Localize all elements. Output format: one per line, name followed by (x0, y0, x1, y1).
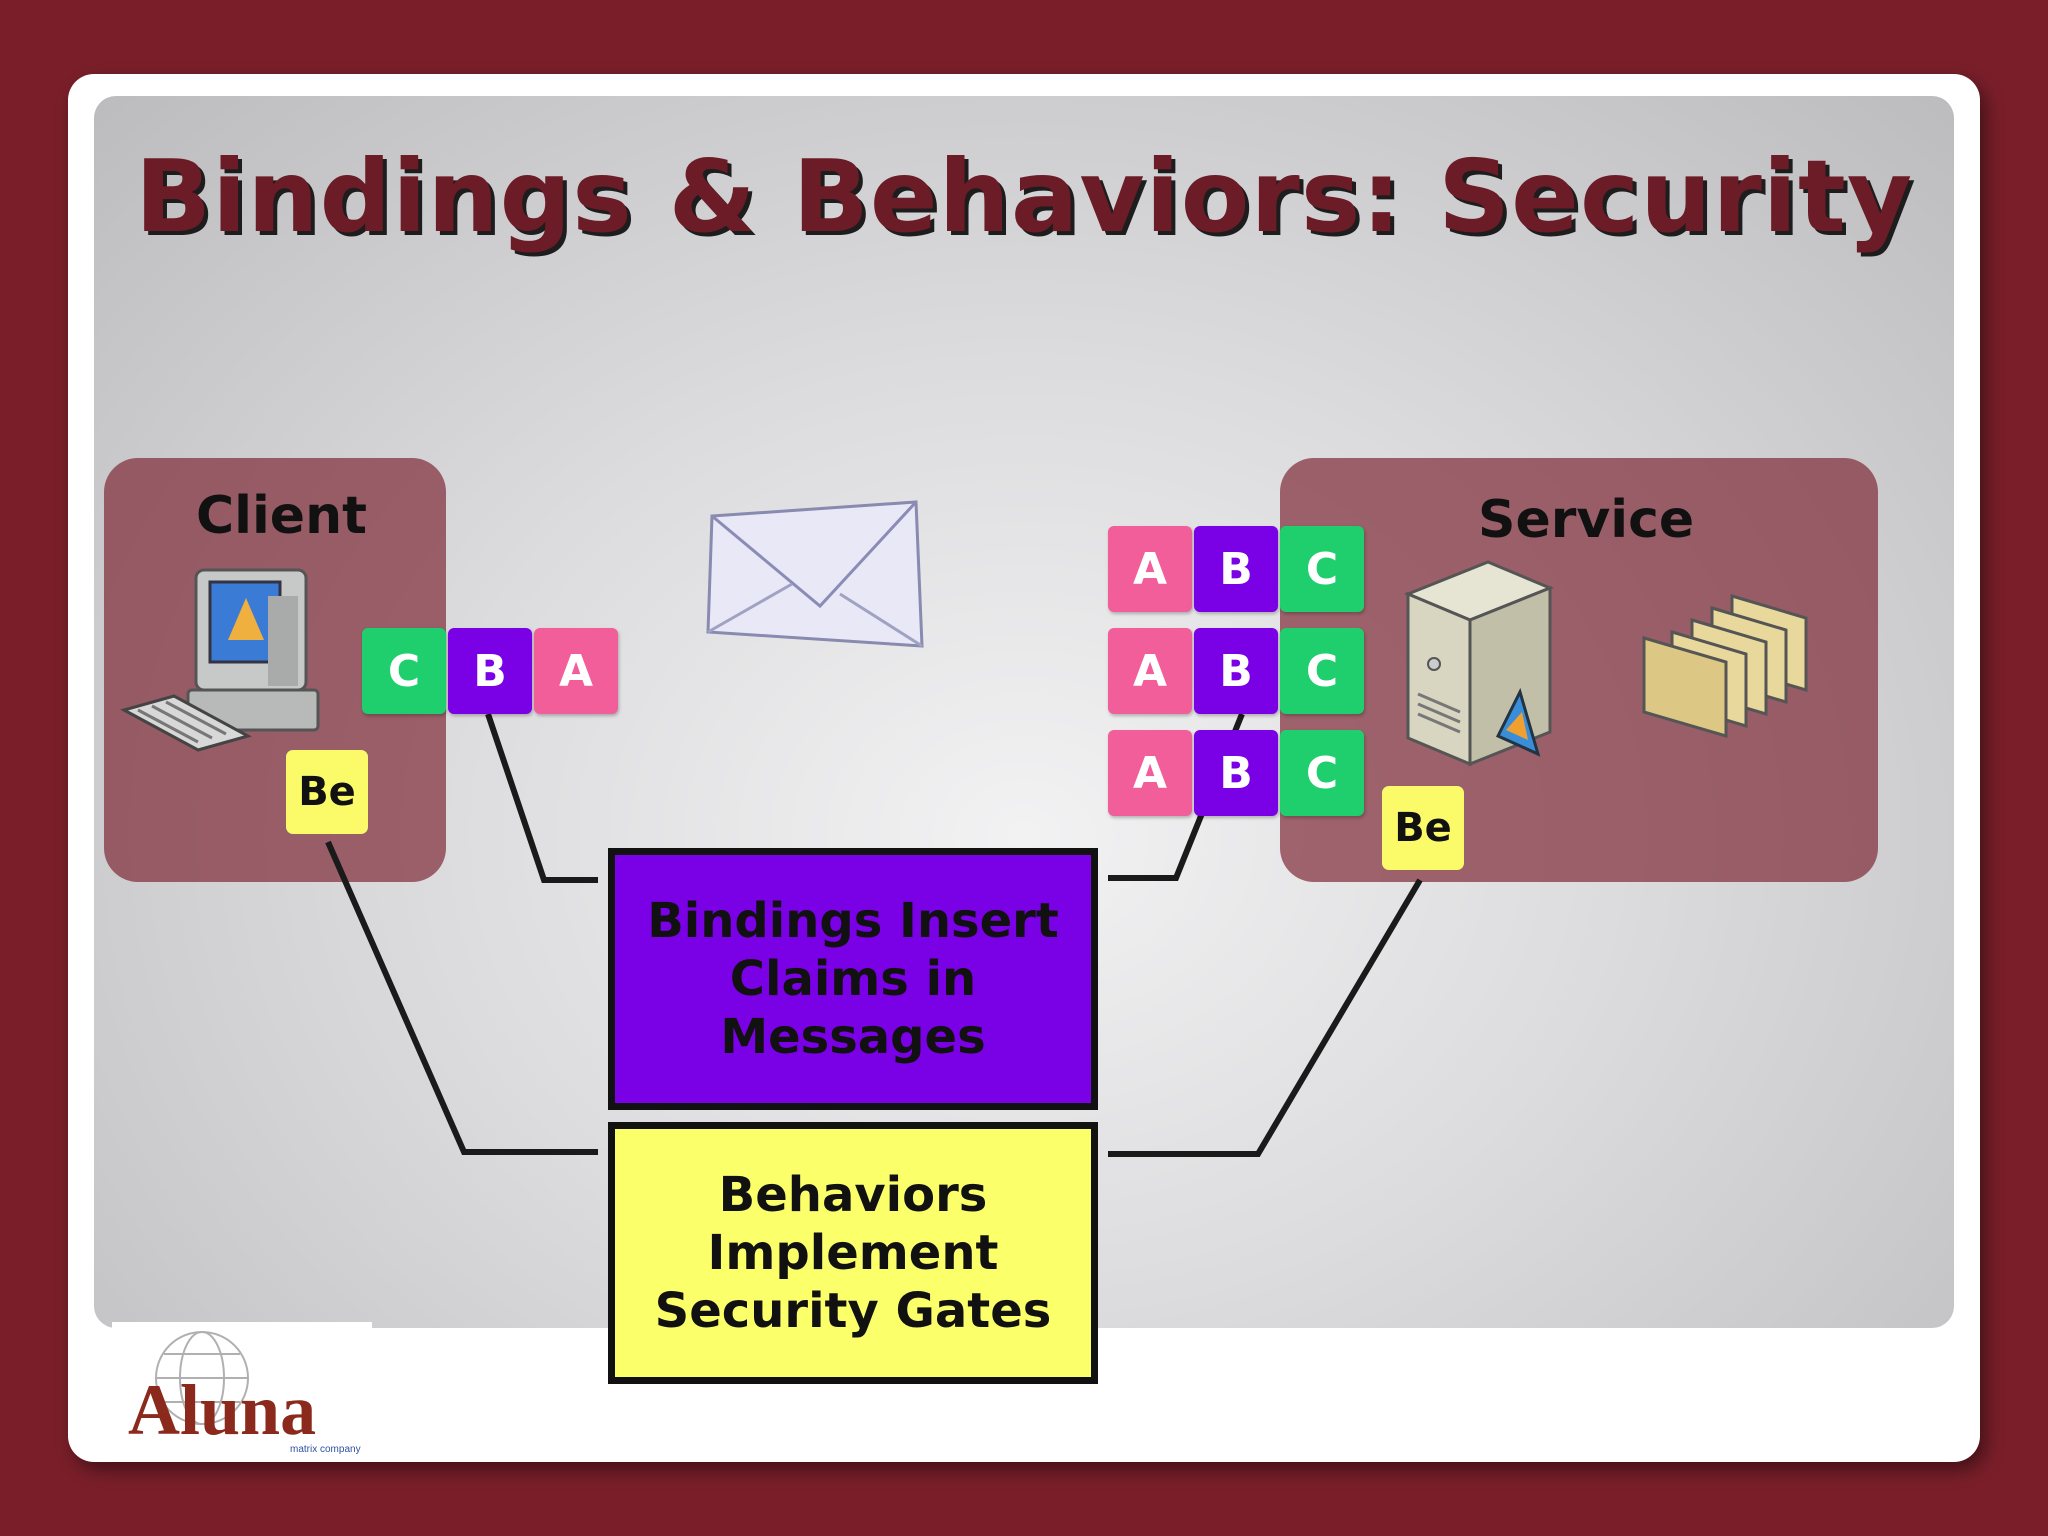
client-tile-c: C (362, 628, 446, 714)
server-icon (1398, 554, 1558, 784)
client-behavior-connector (328, 842, 598, 1152)
service-tile-b-row2: B (1194, 628, 1278, 714)
aluna-logo: Aluna matrix company (112, 1322, 372, 1458)
client-tile-b: B (448, 628, 532, 714)
service-behavior-connector (1108, 880, 1420, 1154)
service-tile-a-row2: A (1108, 628, 1192, 714)
client-tile-a: A (534, 628, 618, 714)
service-tile-c-row1: C (1280, 526, 1364, 612)
service-tile-a-row3: A (1108, 730, 1192, 816)
service-tile-b-row3: B (1194, 730, 1278, 816)
service-tile-c-row2: C (1280, 628, 1364, 714)
behaviors-box: Behaviors Implement Security Gates (608, 1122, 1098, 1384)
logo-globe-icon: Aluna matrix company (112, 1322, 372, 1458)
service-tile-a-row1: A (1108, 526, 1192, 612)
bindings-box: Bindings Insert Claims in Messages (608, 848, 1098, 1110)
client-binding-connector (488, 714, 598, 880)
computer-icon (118, 560, 348, 780)
logo-text: Aluna (128, 1370, 316, 1450)
client-behavior-badge: Be (286, 750, 368, 834)
service-behavior-badge: Be (1382, 786, 1464, 870)
service-tile-b-row1: B (1194, 526, 1278, 612)
service-tile-c-row3: C (1280, 730, 1364, 816)
logo-subtext: matrix company (290, 1444, 361, 1455)
folders-icon (1636, 590, 1836, 740)
envelope-icon (700, 496, 930, 676)
